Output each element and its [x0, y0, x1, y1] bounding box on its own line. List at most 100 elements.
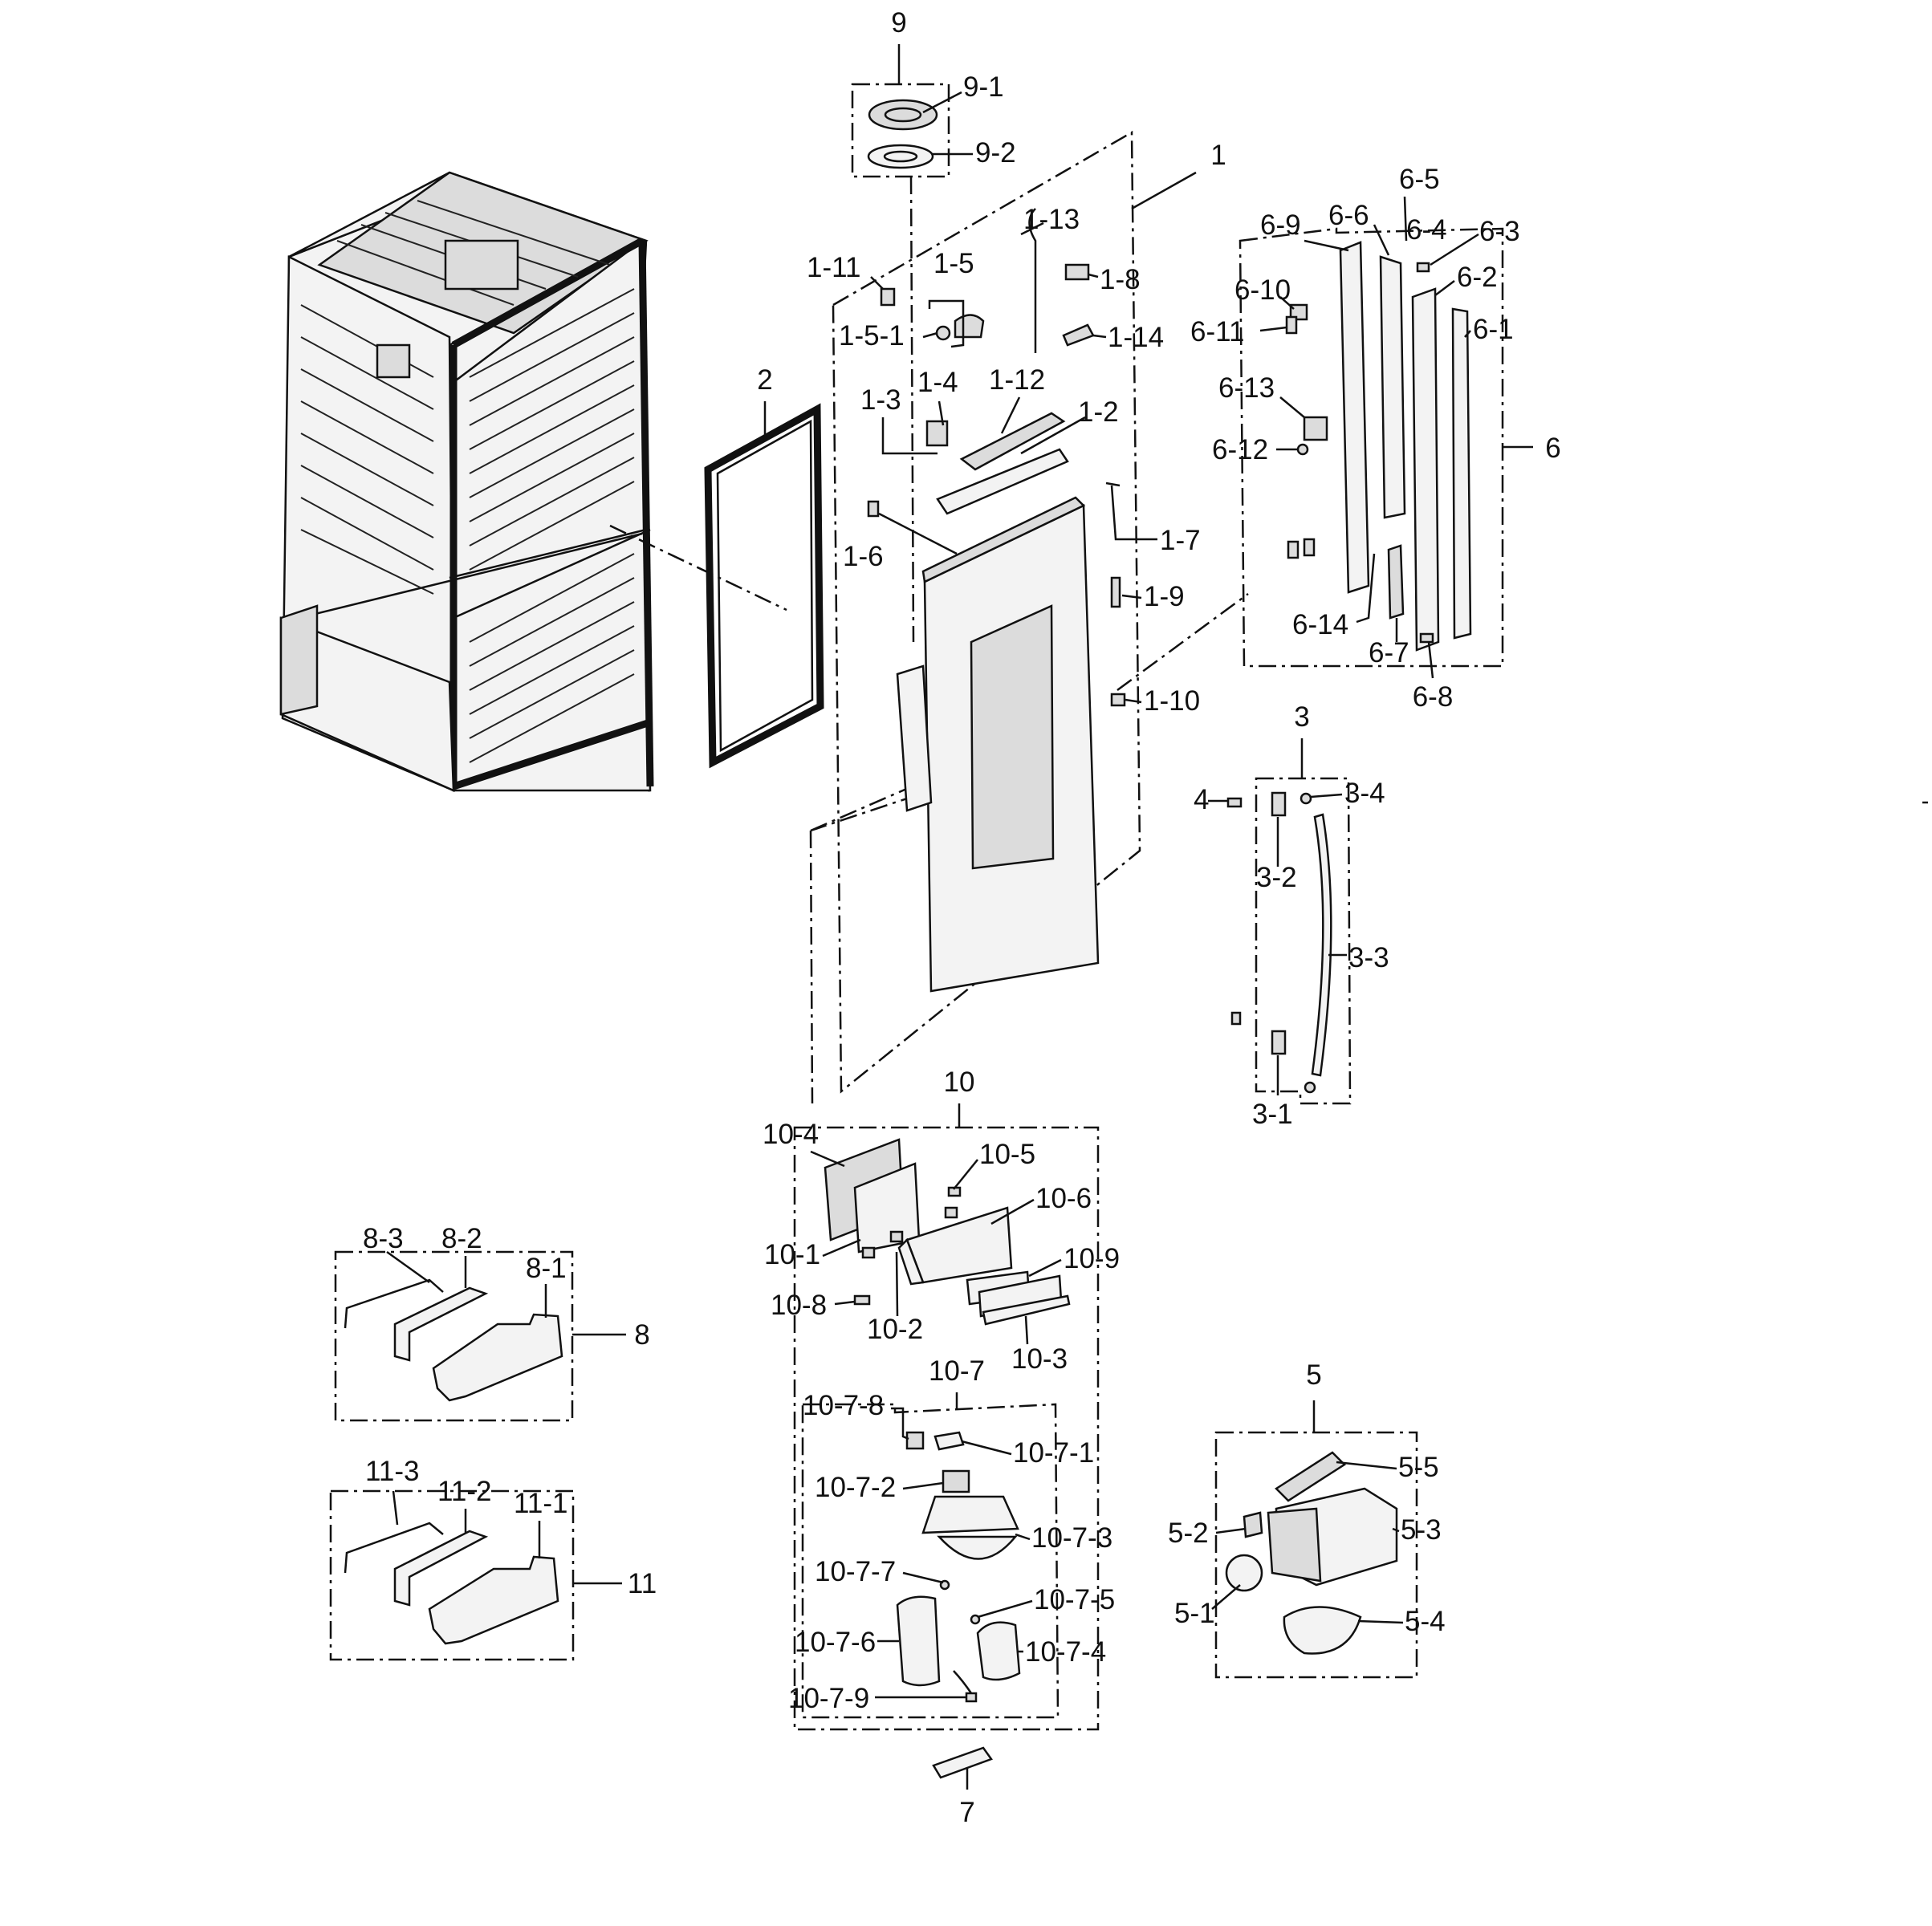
door-gasket: [704, 403, 824, 769]
label-11-2: 11-2: [437, 1476, 491, 1507]
label-1-4: 1-4: [917, 367, 958, 398]
ice-maker-parts: [896, 1431, 1021, 1703]
label-6-10: 6-10: [1234, 274, 1291, 306]
label-8: 8: [634, 1319, 649, 1351]
label-1-3: 1-3: [860, 384, 901, 416]
label-1-8: 1-8: [1100, 264, 1141, 295]
label-6-6: 6-6: [1328, 200, 1369, 231]
label-3-3: 3-3: [1348, 942, 1389, 973]
group-11-box: [329, 1489, 575, 1661]
door-trim-strips: [1285, 241, 1472, 652]
group-10-7-box: [801, 1403, 1060, 1719]
label-1-7: 1-7: [1160, 525, 1201, 556]
door-top-parts: [867, 208, 1126, 707]
label-10-7-1: 10-7-1: [1013, 1437, 1094, 1469]
label-10-7-9: 10-7-9: [788, 1683, 869, 1714]
label-6: 6: [1545, 433, 1560, 464]
leader-cabinet-to-gasket: [609, 524, 787, 612]
label-10-7-8: 10-7-8: [803, 1390, 884, 1421]
group-5-box: [1214, 1431, 1418, 1679]
label-6-11: 6-11: [1190, 316, 1244, 347]
label-10-3: 10-3: [1011, 1343, 1068, 1375]
label-1-6: 1-6: [843, 541, 884, 572]
group-1-box: [832, 130, 1141, 1094]
group-3-box: [1255, 777, 1352, 1105]
label-3: 3: [1294, 701, 1309, 733]
label-10-9: 10-9: [1064, 1243, 1120, 1274]
label-8-3: 8-3: [363, 1223, 404, 1254]
label-11: 11: [628, 1568, 657, 1599]
label-10: 10: [944, 1067, 975, 1098]
label-5-2: 5-2: [1168, 1518, 1209, 1549]
label-6-7: 6-7: [1369, 637, 1409, 668]
label-6-9: 6-9: [1260, 209, 1301, 241]
label-3-1: 3-1: [1252, 1099, 1293, 1130]
part-9-2: [867, 144, 934, 169]
group-9-box: [851, 83, 950, 178]
label-11-1: 11-1: [514, 1488, 567, 1519]
label-6-4: 6-4: [1406, 214, 1447, 246]
part-9-1: [868, 99, 938, 131]
dispenser-panels: [824, 1138, 1071, 1326]
label-5-1: 5-1: [1174, 1598, 1215, 1629]
label-1-9: 1-9: [1144, 581, 1185, 612]
label-1-5: 1-5: [933, 248, 974, 279]
label-6-2: 6-2: [1457, 262, 1498, 293]
label-6-14: 6-14: [1292, 609, 1348, 640]
label-5-4: 5-4: [1405, 1606, 1446, 1637]
label-10-5: 10-5: [979, 1139, 1035, 1170]
label-10-6: 10-6: [1035, 1183, 1092, 1214]
label-6-13: 6-13: [1218, 372, 1275, 404]
label-3-2: 3-2: [1256, 862, 1297, 893]
crisper-covers-11: [344, 1522, 559, 1645]
ice-bucket: [1225, 1451, 1398, 1655]
label-10-1: 10-1: [764, 1239, 820, 1270]
crisper-covers-8: [344, 1278, 563, 1402]
label-6-5: 6-5: [1399, 164, 1440, 195]
label-6-12: 6-12: [1212, 434, 1268, 465]
label-10-7-4: 10-7-4: [1025, 1636, 1106, 1668]
label-5-3: 5-3: [1401, 1514, 1442, 1546]
label-10-4: 10-4: [763, 1119, 819, 1150]
label-7: 7: [959, 1797, 974, 1828]
label-4: 4: [1194, 784, 1209, 815]
label-9: 9: [891, 7, 906, 39]
label-10-7-7: 10-7-7: [815, 1556, 896, 1587]
label-10-2: 10-2: [867, 1314, 923, 1345]
label-1-14: 1-14: [1108, 322, 1164, 353]
label-10-7-6: 10-7-6: [795, 1627, 876, 1658]
label-1: 1: [1210, 140, 1226, 171]
door-panel: [896, 496, 1100, 993]
label-1-2: 1-2: [1078, 396, 1119, 428]
label-10-7-3: 10-7-3: [1031, 1522, 1112, 1554]
label-1-13: 1-13: [1023, 204, 1080, 235]
part-7: [932, 1746, 993, 1779]
label-10-8: 10-8: [771, 1290, 827, 1321]
label-10-7: 10-7: [929, 1355, 985, 1387]
label-1-10: 1-10: [1144, 685, 1200, 717]
group-10-box: [793, 1126, 1100, 1731]
label-6-3: 6-3: [1479, 216, 1520, 247]
label-1-5-1: 1-5-1: [839, 320, 905, 351]
label-9-1: 9-1: [963, 71, 1004, 103]
label-3-4: 3-4: [1344, 778, 1385, 809]
group-6-box: [1239, 227, 1504, 668]
leader-1: [1131, 171, 1197, 210]
label-2: 2: [757, 364, 772, 396]
label-1-11: 1-11: [807, 252, 860, 283]
label-8-1: 8-1: [526, 1253, 567, 1284]
refrigerator-cabinet: [279, 171, 654, 792]
label-1-12: 1-12: [989, 364, 1045, 396]
label-10-7-2: 10-7-2: [815, 1472, 896, 1503]
label-5-5: 5-5: [1398, 1452, 1439, 1483]
label-5: 5: [1306, 1359, 1321, 1391]
label-6-8: 6-8: [1413, 681, 1454, 713]
label-11-3: 11-3: [365, 1456, 419, 1487]
door-handle: [1226, 791, 1332, 1094]
label-9-2: 9-2: [975, 137, 1016, 169]
label-8-2: 8-2: [441, 1223, 482, 1254]
group-8-box: [334, 1250, 574, 1422]
label-6-1: 6-1: [1473, 314, 1514, 345]
label-10-7-5: 10-7-5: [1034, 1584, 1115, 1615]
